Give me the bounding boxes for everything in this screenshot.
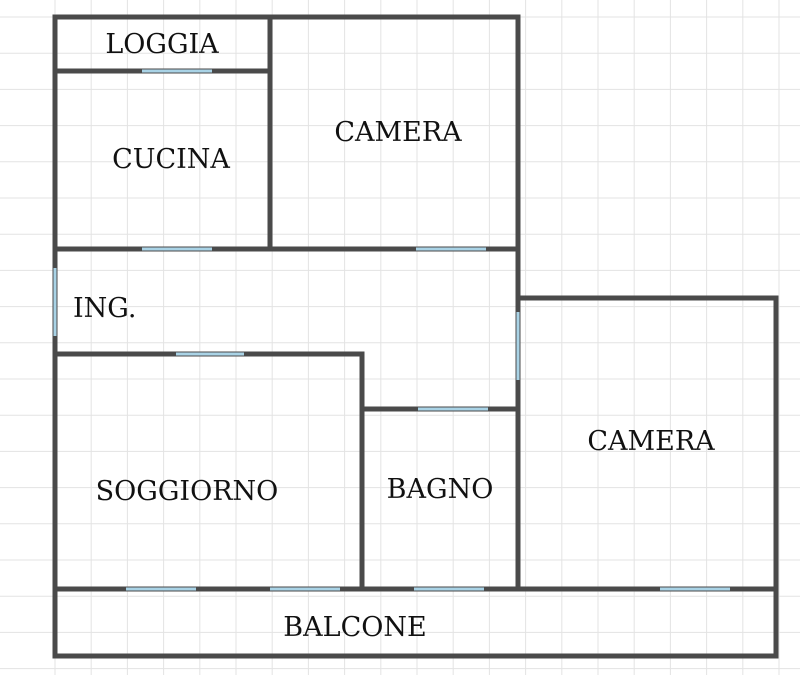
label-bagno: BAGNO [387,474,494,505]
label-soggiorno: SOGGIORNO [96,476,279,507]
label-cucina: CUCINA [112,144,230,175]
room-labels: LOGGIA CUCINA CAMERA ING. SOGGIORNO BAGN… [73,29,715,643]
label-ingresso: ING. [73,293,136,324]
outer-wall [52,14,779,659]
door-openings [53,69,730,591]
label-camera-top: CAMERA [334,117,462,148]
label-loggia: LOGGIA [105,29,219,60]
label-balcone: BALCONE [283,612,426,643]
label-camera-right: CAMERA [587,426,715,457]
